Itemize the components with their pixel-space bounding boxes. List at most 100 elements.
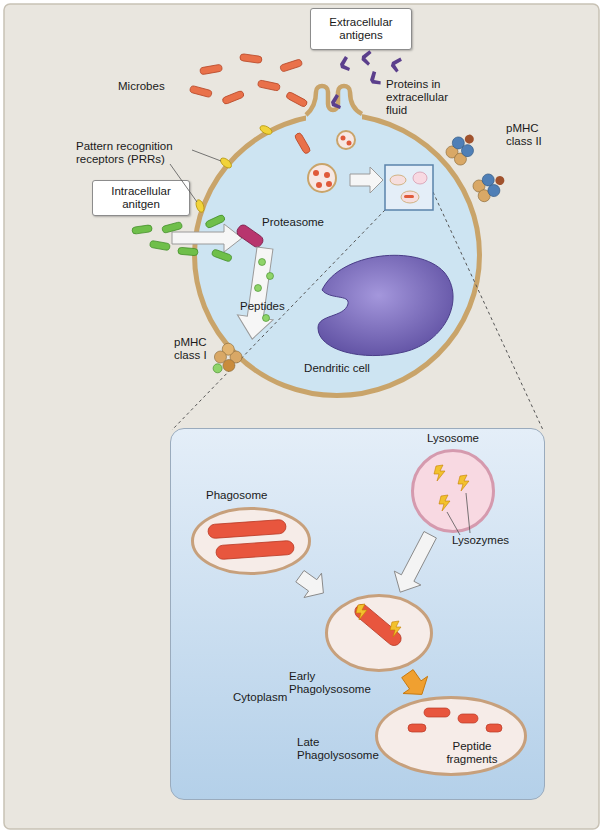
lysosome: Lysosome [411,449,495,533]
leader-line [447,512,460,535]
antigen-dot [326,181,332,187]
antigen-dot [316,182,322,188]
pmhc-molecule [206,341,245,380]
flow-arrow [296,571,324,598]
pmhc-subunit [228,349,245,366]
vesicle [337,131,355,149]
shape-outline [411,449,495,533]
antigen-dot [404,195,414,198]
pmhc-subunit [476,188,492,204]
bacterium [208,519,287,538]
prr-receptor [259,124,274,136]
pmhc-molecule [470,168,509,204]
peptide-fragment [458,714,478,723]
vesicle [390,175,406,185]
process-arrow [234,245,282,341]
antigen-dot [341,136,346,141]
peptide-dot [259,259,266,266]
vesicle [413,172,427,184]
pmhc-subunit [450,134,467,151]
intracellular-microbe [178,247,199,256]
peptide-dot [263,315,270,322]
vesicle [401,191,419,203]
antigen-dot [347,141,352,146]
prr-receptor [219,156,233,170]
node-label: Early Phagolysosome [289,670,373,696]
lysozyme [356,604,367,620]
peptide-fragment [408,724,426,732]
microbe [189,85,212,97]
pmhc-subunit [471,178,487,194]
membrane-pocket-outline [306,86,362,115]
protein [389,55,405,73]
leader-line [466,493,470,533]
phagosome-outline [193,509,310,574]
phagolysosome-outline [327,596,432,671]
bacterium [352,602,404,649]
leader-line [192,150,221,161]
node-label: Intracellular anitgen [99,185,183,211]
pmhc-subunit [220,341,237,358]
shape-outline [325,594,433,672]
intracellular-microbe [211,249,232,262]
node-label: Late Phagolysosome [297,736,379,762]
lysozyme [434,465,445,481]
protein [368,70,382,87]
zoom-line [433,192,543,430]
lysozyme [390,621,401,637]
peptide-fragment [486,724,502,732]
prr-receptor [194,199,205,214]
antigen-box: Extracellular antigens [310,8,412,50]
lysosome-outline [413,451,494,532]
pmhc-subunit [486,182,502,198]
phagolysosome-outline [377,698,526,775]
peptide-dot [255,285,262,292]
protein [360,48,375,66]
node-label: Phagosome [206,489,306,502]
pmhc-subunit [480,172,496,188]
peptide-fragment [424,708,450,717]
dendritic-cell: Dendritic cell [192,112,482,398]
membrane-pocket [306,86,362,124]
pmhc-molecule [443,128,482,168]
intracellular-microbe [132,225,153,235]
node-label: Lysosome [427,432,507,445]
leader-line [170,164,197,202]
peptide-dot [211,362,224,375]
lysozyme [439,495,450,511]
vesicle [308,164,336,192]
node-label: Peptide fragments [437,740,507,766]
peptide-dot [463,133,476,146]
protein [331,94,341,109]
pmhc-subunit [220,357,237,374]
pmhc-subunit [212,349,229,366]
zoom-line [172,210,385,430]
microbe [294,132,311,155]
microbe [200,64,223,75]
shape-outline [191,507,311,575]
node-label: Extracellular antigens [317,16,405,42]
intracellular-microbe [162,222,183,234]
pmhc-subunit [459,142,476,159]
pmhc-subunit [452,151,469,168]
zoom-box [385,165,433,210]
microbe [285,91,308,108]
microbe [240,53,263,63]
shape-outline [192,112,482,398]
peptide-dot [494,174,506,186]
process-arrow [172,224,242,252]
process-arrow [350,167,383,193]
phagosome: Phagosome [191,507,311,575]
dendritic-cell-outline [195,115,480,396]
inset-panel: CytoplasmPhagosomeLysosomeEarly Phagolys… [170,428,545,800]
phagolysosome: Late PhagolysosomePeptide fragments [375,696,527,776]
microbe [280,59,303,72]
protein [340,56,350,71]
phagolysosome: Early Phagolysosome [325,594,433,672]
flow-arrow [394,532,436,593]
figure-panel [4,4,599,829]
nucleus [318,255,453,355]
lysozyme [458,475,469,491]
intracellular-microbe [149,240,170,250]
node-label: Dendritic cell [292,362,382,375]
